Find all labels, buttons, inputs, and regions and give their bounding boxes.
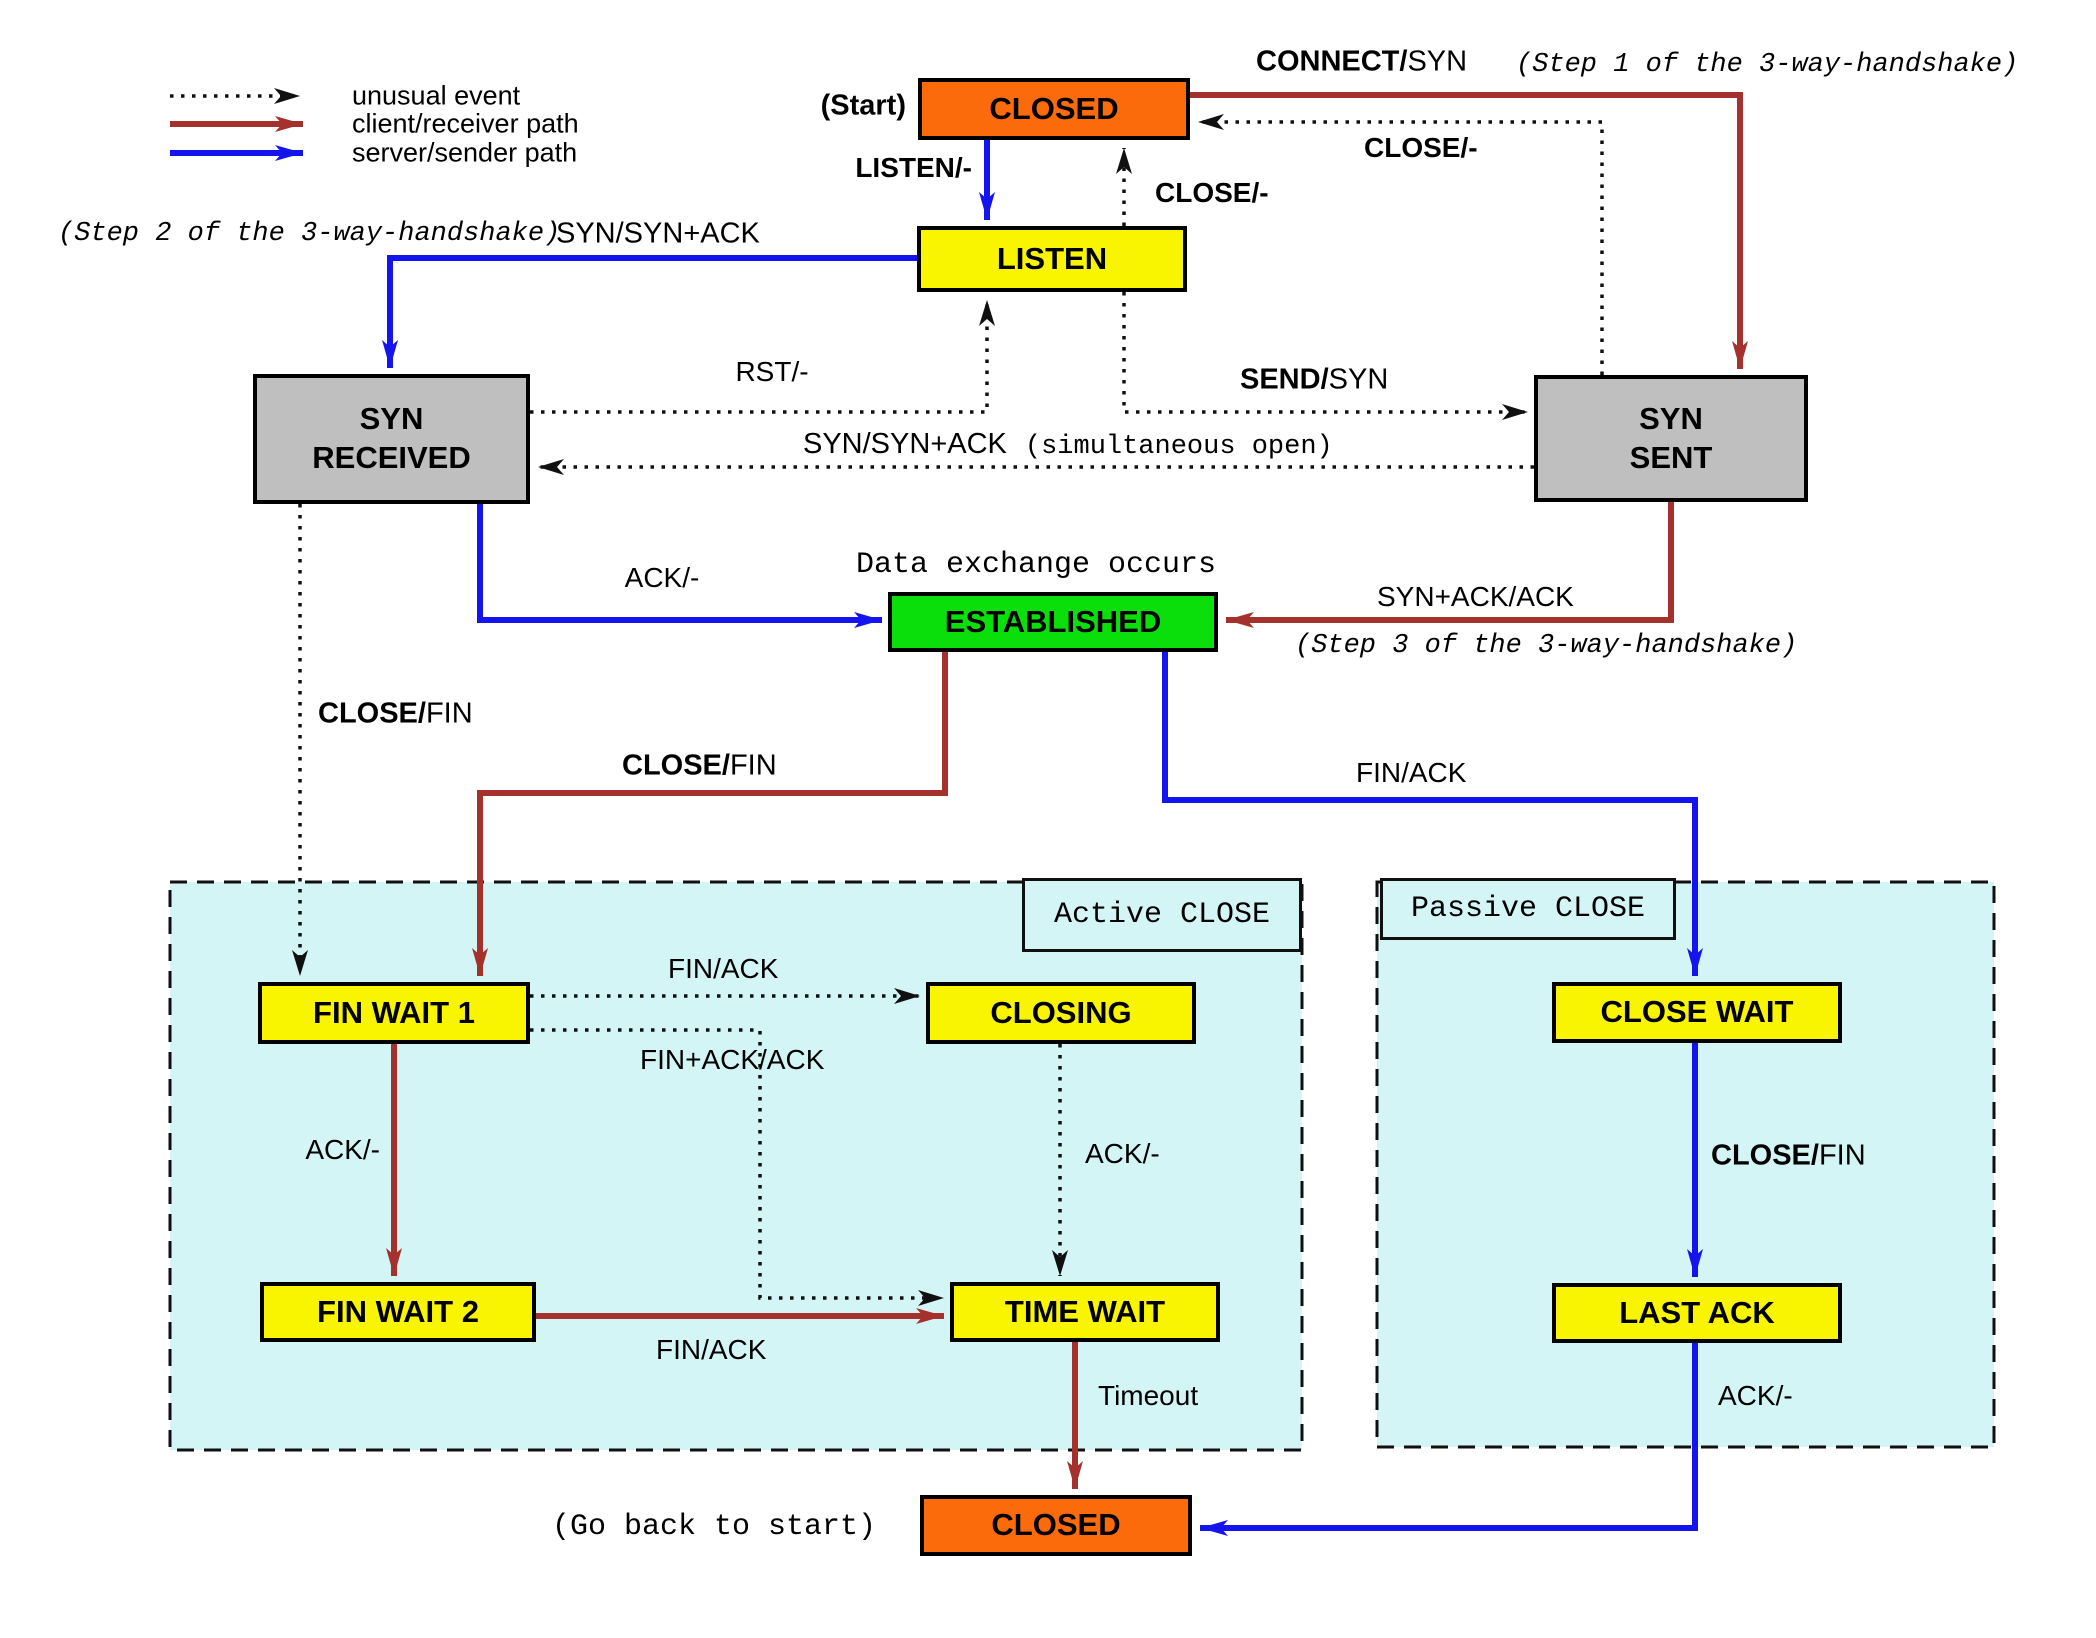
state-fin-wait-1: FIN WAIT 1 [258, 982, 530, 1044]
label-send-syn: SEND/SYN [1240, 363, 1389, 396]
step2-annotation: (Step 2 of the 3-way-handshake) [58, 219, 561, 249]
start-annotation: (Start) [820, 89, 906, 122]
label-close-fin-cw: CLOSE/FIN [1711, 1139, 1866, 1172]
label-close-fin-left: CLOSE/FIN [318, 697, 473, 730]
label-rst: RST/- [735, 356, 809, 387]
state-close-wait: CLOSE WAIT [1552, 982, 1842, 1043]
label-syn-synack: SYN/SYN+ACK [556, 217, 760, 250]
state-fin-wait-2: FIN WAIT 2 [260, 1282, 536, 1342]
active-close-label: Active CLOSE [1022, 878, 1302, 952]
step1-annotation: (Step 1 of the 3-way-handshake) [1516, 50, 2019, 80]
label-finack-ack: FIN+ACK/ACK [640, 1044, 825, 1075]
state-closed-end: CLOSED [920, 1495, 1192, 1556]
label-fin-ack-closing: FIN/ACK [668, 953, 779, 984]
state-closing: CLOSING [926, 982, 1196, 1044]
edge-lastack-to-closed [1200, 1343, 1698, 1536]
label-connect-syn: CONNECT/SYN [1256, 45, 1468, 78]
label-fin-ack-tw: FIN/ACK [656, 1334, 767, 1365]
label-timeout: Timeout [1098, 1380, 1199, 1411]
go-back-annotation: (Go back to start) [552, 1510, 877, 1544]
state-last-ack: LAST ACK [1552, 1283, 1842, 1343]
label-close-fin-mid: CLOSE/FIN [622, 749, 777, 782]
label-listen-cmd: LISTEN/- [855, 152, 972, 183]
edge-established-to-finwait1 [472, 652, 948, 976]
legend-client-label: client/receiver path [352, 108, 579, 139]
state-syn-sent: SYN SENT [1534, 375, 1808, 502]
label-syn-synack-sim: SYN/SYN+ACK(simultaneous open) [803, 428, 1333, 462]
state-established: ESTABLISHED [888, 592, 1218, 652]
passive-close-region [1375, 880, 1996, 1449]
label-ack-estab: ACK/- [624, 562, 700, 593]
label-synack-ack: SYN+ACK/ACK [1377, 581, 1574, 612]
legend-server-label: server/sender path [352, 137, 578, 168]
label-fin-ack-right: FIN/ACK [1356, 757, 1467, 788]
data-exchange-annotation: Data exchange occurs [856, 548, 1217, 582]
label-ack-tw: ACK/- [1085, 1138, 1160, 1169]
state-time-wait: TIME WAIT [950, 1282, 1220, 1342]
edge-synreceived-to-established [477, 504, 882, 628]
step3-annotation: (Step 3 of the 3-way-handshake) [1295, 631, 1798, 661]
passive-close-label: Passive CLOSE [1380, 878, 1676, 940]
state-listen: LISTEN [917, 226, 1187, 292]
edge-synsent-to-established [1226, 502, 1674, 628]
state-syn-received: SYN RECEIVED [253, 374, 530, 504]
legend-unusual-label: unusual event [352, 80, 521, 111]
label-close-listen: CLOSE/- [1155, 177, 1269, 208]
active-close-region [168, 880, 1304, 1452]
edge-established-to-closewait [1162, 652, 1703, 976]
state-closed-start: CLOSED [918, 78, 1190, 140]
edge-closed-to-synsent [1190, 92, 1748, 369]
label-close-synsent: CLOSE/- [1364, 132, 1478, 163]
label-ack-fw2: ACK/- [305, 1134, 380, 1165]
edge-listen-to-synreceived [382, 255, 917, 368]
label-ack-lastack: ACK/- [1718, 1380, 1793, 1411]
edge-synsent-to-closed [1198, 114, 1604, 375]
edge-finwait1-to-timewait [530, 1028, 944, 1306]
